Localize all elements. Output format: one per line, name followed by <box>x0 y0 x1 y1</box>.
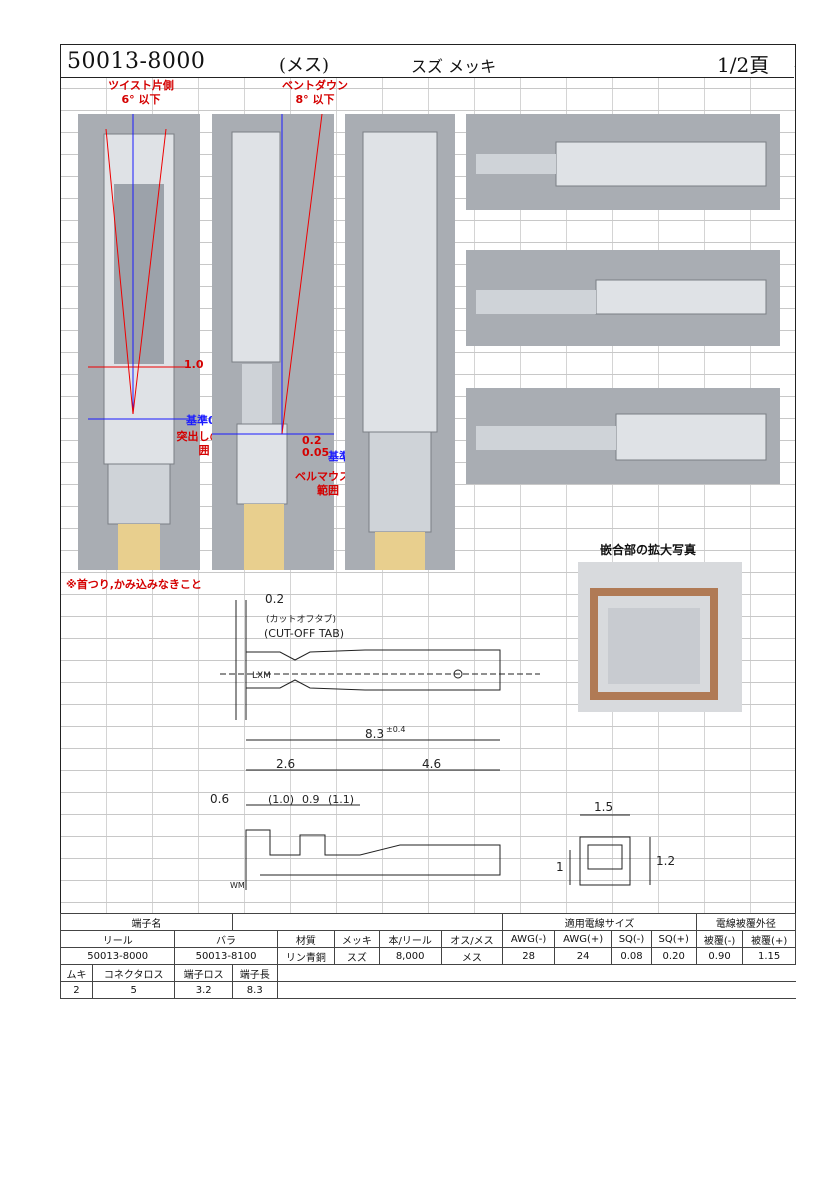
cutoff-en: (CUT-OFF TAB) <box>264 627 344 640</box>
dim-1-0-label: 1.0 <box>184 358 204 371</box>
plating-header: メッキ <box>334 930 380 948</box>
terminal-photo-horizontal-1 <box>466 114 780 210</box>
ins-max-value: 1.15 <box>742 947 796 965</box>
sq-min-header: SQ(-) <box>611 930 652 948</box>
insulation-header: 電線被覆外径 <box>695 913 797 931</box>
part-number: 50013-8000 <box>67 49 206 74</box>
gender-label: (メス) <box>279 55 330 76</box>
dim-4-6: 4.6 <box>422 757 441 771</box>
cutoff-kana: (カットオフタブ) <box>266 613 336 625</box>
dim-2-6: 2.6 <box>276 757 295 771</box>
cross-section-drawing: 1.5 1 1.2 <box>556 800 675 886</box>
wire-size-header: 適用電線サイズ <box>502 913 697 931</box>
dim-0-9: 0.9 <box>302 793 320 806</box>
lxm-mark: LXM <box>252 671 271 681</box>
reference-zero-a: 基準0 <box>186 414 216 427</box>
connector-loss-header: コネクタロス <box>91 964 176 982</box>
awg-min-header: AWG(-) <box>502 930 555 948</box>
strip-header: ムキ <box>60 964 93 982</box>
terminal-horizontal-1-drawing <box>476 141 767 187</box>
overall-length: 8.3 <box>365 727 384 741</box>
pcs-per-reel-header: 本/リール <box>378 930 442 948</box>
terminal-photo-horizontal-2 <box>466 250 780 346</box>
awg-max-value: 24 <box>553 947 613 965</box>
fitting-closeup-drawing <box>590 588 718 700</box>
warning-note: ※首つり,かみ込みなきこと <box>66 578 202 591</box>
loose-value: 50013-8100 <box>174 947 278 965</box>
plating-value: スズ <box>334 947 380 965</box>
terminal-photo-top <box>78 114 200 570</box>
dim-0-05-label: 0.05 <box>302 446 330 459</box>
overall-tolerance: ±0.4 <box>386 725 405 734</box>
fitting-closeup-photo <box>578 562 742 712</box>
dim-1-2: 1.2 <box>656 854 675 868</box>
connector-loss-value: 5 <box>91 981 176 999</box>
dim-1: 1 <box>556 860 564 874</box>
sheet-header: 50013-8000 (メス) スズ メッキ 1/2頁 <box>61 45 794 78</box>
wm-mark: WM <box>230 881 245 890</box>
twist-annotation: ツイスト片側 6° 以下 <box>96 79 186 107</box>
material-value: リン青銅 <box>276 947 336 965</box>
terminal-length-header: 端子長 <box>231 964 278 982</box>
bend-label: ベントダウン <box>282 79 348 92</box>
technical-drawing: 0.2 (カットオフタブ) (CUT-OFF TAB) LXM 8.3 ±0.4… <box>210 592 540 890</box>
terminal-photo-bottom <box>345 114 455 570</box>
plating-label: スズ メッキ <box>411 57 497 76</box>
page-number: 1/2頁 <box>717 53 770 77</box>
dim-1-0: (1.0) <box>268 793 294 806</box>
terminal-name-header: 端子名 <box>60 913 233 931</box>
terminal-top-drawing <box>88 114 188 570</box>
gender-header: オス/メス <box>440 930 504 948</box>
terminal-horizontal-2-drawing <box>476 279 767 315</box>
material-header: 材質 <box>276 930 336 948</box>
ins-min-header: 被覆(-) <box>695 930 744 948</box>
reel-value: 50013-8000 <box>59 947 176 965</box>
terminal-photo-side <box>212 114 334 570</box>
sq-max-value: 0.20 <box>650 947 697 965</box>
terminal-loss-header: 端子ロス <box>174 964 233 982</box>
bellmouth-range-label: ベルマウスの範囲 <box>295 470 361 497</box>
dim-0-2-label: 0.2 <box>302 434 322 447</box>
ins-max-header: 被覆(+) <box>742 930 796 948</box>
dim-1-5: 1.5 <box>594 800 613 814</box>
cutoff-dim: 0.2 <box>265 592 284 606</box>
bend-annotation: ベントダウン 8° 以下 <box>270 79 360 107</box>
terminal-bottom-drawing <box>362 131 438 570</box>
pcs-value: 8,000 <box>378 947 442 965</box>
loose-header: バラ <box>174 930 278 948</box>
dim-1-1: (1.1) <box>328 793 354 806</box>
twist-value: 6° 以下 <box>121 93 161 106</box>
awg-max-header: AWG(+) <box>553 930 613 948</box>
gender-value: メス <box>440 947 504 965</box>
terminal-horizontal-3-drawing <box>476 413 767 461</box>
dim-0-6: 0.6 <box>210 792 229 806</box>
ins-min-value: 0.90 <box>695 947 744 965</box>
fitting-photo-title: 嵌合部の拡大写真 <box>600 543 697 557</box>
terminal-photo-horizontal-3 <box>466 388 780 484</box>
bend-value: 8° 以下 <box>295 93 335 106</box>
twist-label: ツイスト片側 <box>108 79 174 92</box>
awg-min-value: 28 <box>502 947 555 965</box>
strip-value: 2 <box>60 981 93 999</box>
sq-max-header: SQ(+) <box>650 930 697 948</box>
spec-table: 端子名 適用電線サイズ 電線被覆外径 リール バラ 材質 メッキ 本/リール オ… <box>59 913 797 999</box>
sq-min-value: 0.08 <box>611 947 652 965</box>
reel-header: リール <box>59 930 176 948</box>
terminal-side-drawing <box>212 114 334 570</box>
terminal-length-value: 8.3 <box>231 981 278 999</box>
terminal-loss-value: 3.2 <box>174 981 233 999</box>
